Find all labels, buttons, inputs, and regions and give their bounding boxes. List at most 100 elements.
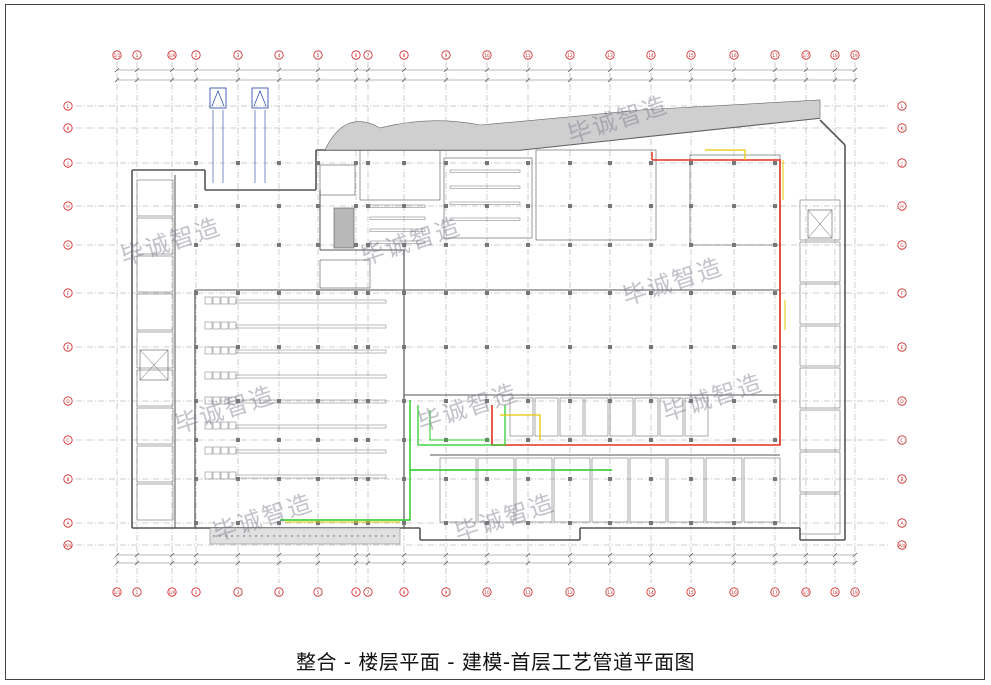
grid-bubble-label: 8 bbox=[403, 590, 406, 595]
structural-column bbox=[526, 438, 530, 442]
grid-bubble bbox=[112, 50, 122, 60]
grid-bubble-label: A bbox=[900, 521, 904, 527]
grid-bubble bbox=[897, 240, 907, 250]
dimension-tick bbox=[852, 77, 858, 83]
dimension-tick bbox=[648, 67, 654, 73]
grid-bubble bbox=[605, 50, 615, 60]
dimension-tick bbox=[315, 552, 321, 558]
hatch-dot bbox=[243, 535, 245, 537]
grid-bubble bbox=[897, 288, 907, 298]
room bbox=[634, 397, 659, 437]
room bbox=[534, 397, 559, 437]
structural-column bbox=[277, 161, 281, 165]
structural-column bbox=[366, 291, 370, 295]
structural-column bbox=[773, 399, 777, 403]
workbench bbox=[369, 228, 426, 232]
equipment-box bbox=[204, 321, 213, 330]
room bbox=[584, 397, 609, 437]
structural-column bbox=[608, 161, 612, 165]
dimension-tick bbox=[688, 77, 694, 83]
grid-bubble-label: 18 bbox=[832, 53, 838, 58]
room bbox=[799, 451, 841, 493]
structural-column bbox=[526, 243, 530, 247]
structural-column bbox=[485, 521, 489, 525]
grid-bubble-label: K bbox=[901, 126, 905, 132]
equipment-box bbox=[212, 321, 221, 330]
grid-bubble-label: 1 bbox=[136, 53, 139, 58]
structural-column bbox=[649, 438, 653, 442]
dimension-tick bbox=[567, 67, 573, 73]
room bbox=[136, 179, 174, 217]
room bbox=[799, 325, 841, 367]
grid-bubble-label: 18 bbox=[832, 590, 838, 595]
pipe-green bbox=[280, 400, 411, 521]
hatch-dot bbox=[267, 535, 269, 537]
elevator bbox=[807, 209, 833, 239]
dimension-tick bbox=[772, 77, 778, 83]
structural-column bbox=[236, 204, 240, 208]
structural-column bbox=[608, 399, 612, 403]
room bbox=[799, 409, 841, 451]
structural-column bbox=[773, 345, 777, 349]
grid-bubble-label: 14 bbox=[648, 53, 654, 58]
grid-bubble-label: J bbox=[66, 161, 68, 167]
grid-bubble bbox=[897, 201, 907, 211]
dimension-tick bbox=[315, 67, 321, 73]
structural-column bbox=[689, 291, 693, 295]
hatch-dot bbox=[255, 535, 257, 537]
hatch-dot bbox=[345, 535, 347, 537]
grid-bubble bbox=[770, 50, 780, 60]
structural-column bbox=[526, 399, 530, 403]
grid-bubble-label: 16 bbox=[731, 53, 737, 58]
dimension-tick bbox=[832, 560, 838, 566]
grid-bubble bbox=[112, 587, 122, 597]
structural-column bbox=[316, 243, 320, 247]
grid-bubble bbox=[191, 50, 201, 60]
grid-bubble bbox=[399, 50, 409, 60]
room bbox=[609, 397, 634, 437]
grid-bubble-label: 3 bbox=[237, 53, 240, 58]
structural-column bbox=[608, 345, 612, 349]
grid-bubble-label: 11 bbox=[525, 590, 531, 595]
grid-bubble bbox=[686, 587, 696, 597]
structural-column bbox=[354, 345, 358, 349]
structural-column bbox=[444, 399, 448, 403]
structural-column bbox=[689, 161, 693, 165]
hatch-dot bbox=[249, 535, 251, 537]
structural-column bbox=[608, 438, 612, 442]
dimension-tick bbox=[484, 560, 490, 566]
grid-bubble-label: E bbox=[901, 345, 904, 351]
equipment-box bbox=[228, 321, 237, 330]
structural-column bbox=[444, 161, 448, 165]
grid-bubble-label: G bbox=[66, 243, 70, 249]
room bbox=[799, 493, 841, 535]
dimension-tick bbox=[401, 560, 407, 566]
grid-bubble bbox=[897, 158, 907, 168]
structural-column bbox=[485, 243, 489, 247]
equipment-box bbox=[220, 471, 229, 480]
room bbox=[509, 397, 534, 437]
structural-column bbox=[773, 243, 777, 247]
dimension-tick bbox=[567, 552, 573, 558]
structural-column bbox=[773, 521, 777, 525]
equipment-box bbox=[204, 296, 213, 305]
grid-bubble-label: G bbox=[900, 243, 904, 249]
equipment-box bbox=[228, 346, 237, 355]
structural-column bbox=[366, 477, 370, 481]
stair-core bbox=[333, 207, 355, 249]
dimension-tick bbox=[193, 77, 199, 83]
grid-bubble-label: 11 bbox=[525, 53, 531, 58]
structural-column bbox=[277, 243, 281, 247]
dimension-tick bbox=[852, 552, 858, 558]
process-pipes bbox=[280, 149, 786, 523]
dimension-tick bbox=[401, 67, 407, 73]
structural-column bbox=[194, 438, 198, 442]
equipment-box bbox=[204, 446, 213, 455]
dimension-tick bbox=[235, 560, 241, 566]
grid-bubble-label: 17 bbox=[772, 590, 778, 595]
conveyor bbox=[235, 349, 387, 354]
structural-column bbox=[444, 521, 448, 525]
structural-column bbox=[316, 204, 320, 208]
structural-column bbox=[485, 477, 489, 481]
